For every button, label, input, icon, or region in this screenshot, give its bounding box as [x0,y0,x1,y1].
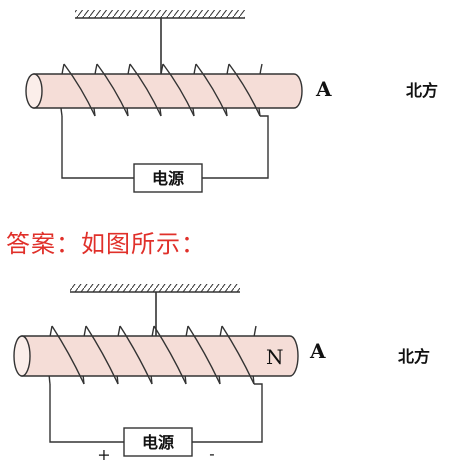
negative-terminal-sign: - [209,444,214,463]
top-power-supply: 电源 [133,163,203,193]
bottom-direction-label: 北方 [398,347,430,366]
top-end-label-a: A [315,77,332,101]
bottom-coil-front [51,325,255,385]
top-direction-label: 北方 [406,81,438,100]
bottom-figure: 电源 + - N A 北方 [13,284,430,464]
positive-terminal-sign: + [97,445,110,464]
top-figure: 电源 A 北方 [25,10,438,193]
bottom-ceiling-support [70,284,240,293]
answer-heading: 答案：如图所示： [6,230,206,258]
top-iron-rod [25,73,303,109]
north-pole-label: N [266,345,284,369]
top-power-label: 电源 [152,169,184,188]
top-coil-front [63,63,261,117]
bottom-circuit-wire [49,383,263,443]
top-ceiling-support [75,10,245,19]
bottom-power-label: 电源 [142,433,174,452]
bottom-power-supply: 电源 [123,427,193,457]
top-circuit-wire [61,115,269,179]
bottom-end-label-a: A [309,339,326,363]
bottom-iron-rod [13,335,299,377]
